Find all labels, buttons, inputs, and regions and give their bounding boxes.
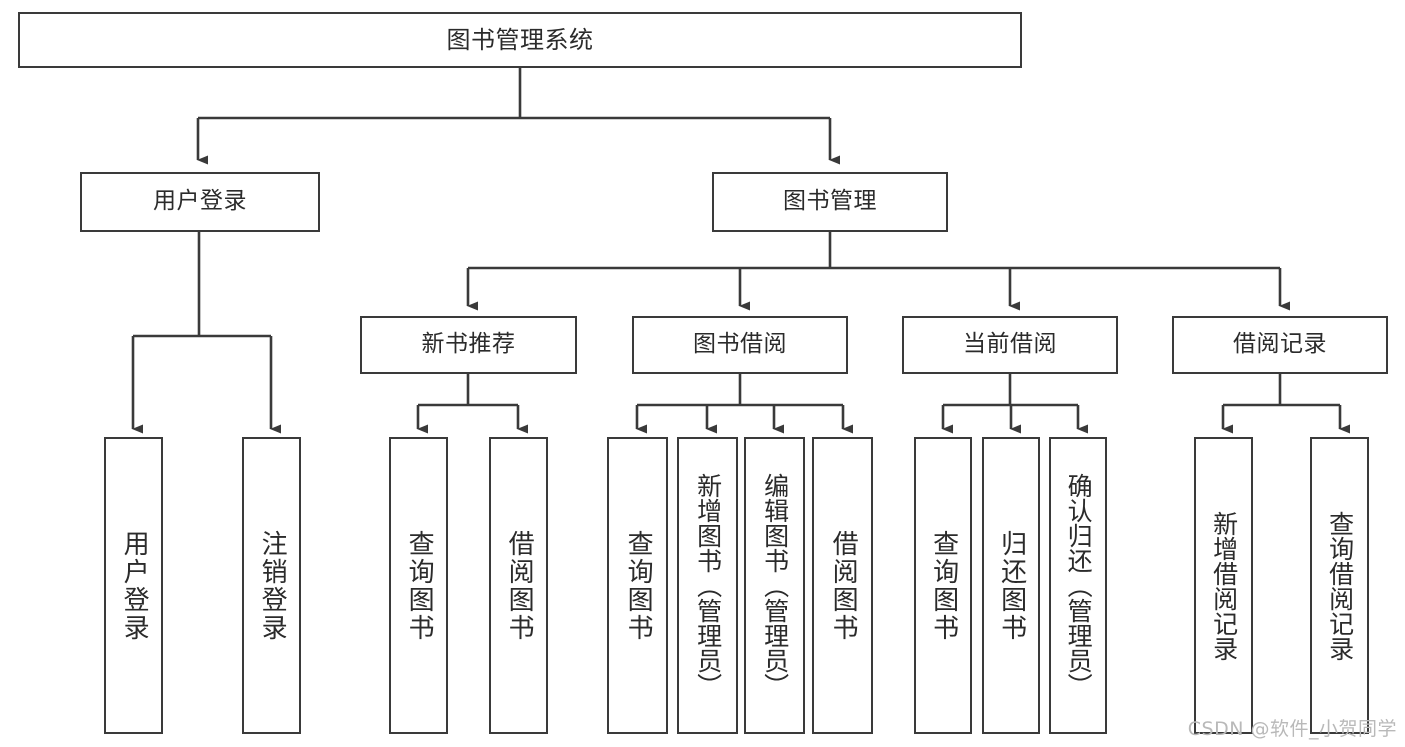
node-label: 注销登录 [257, 529, 288, 642]
node-label: 当前借阅 [963, 331, 1057, 358]
node-book-borrow[interactable]: 图书借阅 [632, 316, 848, 374]
node-root-system[interactable]: 图书管理系统 [18, 12, 1022, 68]
node-label: 新增借阅记录 [1209, 510, 1239, 661]
node-label: 归还图书 [996, 529, 1027, 642]
watermark-text: CSDN @软件_小贺同学 [1187, 718, 1397, 740]
node-label: 新书推荐 [421, 331, 516, 358]
node-label: 编辑图书（管理员） [760, 473, 790, 698]
leaf-book-borrow-borrow[interactable]: 借阅图书 [812, 437, 873, 734]
leaf-book-borrow-add[interactable]: 新增图书（管理员） [677, 437, 738, 734]
leaf-borrow-record-query[interactable]: 查询借阅记录 [1310, 437, 1369, 734]
leaf-new-book-query[interactable]: 查询图书 [389, 437, 448, 734]
node-label: 查询图书 [928, 529, 959, 642]
node-current-borrow[interactable]: 当前借阅 [902, 316, 1118, 374]
node-user-login[interactable]: 用户登录 [80, 172, 320, 232]
leaf-current-borrow-query[interactable]: 查询图书 [914, 437, 972, 734]
leaf-current-borrow-confirm-return[interactable]: 确认归还（管理员） [1049, 437, 1107, 734]
leaf-user-login-logout[interactable]: 注销登录 [242, 437, 301, 734]
node-label: 新增图书（管理员） [693, 473, 723, 698]
leaf-borrow-record-add[interactable]: 新增借阅记录 [1194, 437, 1253, 734]
node-label: 用户登录 [153, 188, 247, 215]
node-label: 查询借阅记录 [1325, 510, 1355, 661]
node-label: 查询图书 [623, 529, 654, 642]
node-label: 查询图书 [404, 529, 435, 642]
leaf-current-borrow-return[interactable]: 归还图书 [982, 437, 1040, 734]
node-label: 图书管理 [783, 188, 877, 215]
node-label: 借阅记录 [1233, 331, 1327, 358]
node-new-book-recommend[interactable]: 新书推荐 [360, 316, 577, 374]
node-label: 用户登录 [119, 529, 150, 642]
leaf-book-borrow-edit[interactable]: 编辑图书（管理员） [744, 437, 805, 734]
node-book-management[interactable]: 图书管理 [712, 172, 948, 232]
node-label: 图书管理系统 [446, 25, 594, 54]
node-label: 借阅图书 [828, 529, 859, 642]
node-borrow-records[interactable]: 借阅记录 [1172, 316, 1388, 374]
node-label: 确认归还（管理员） [1064, 473, 1094, 698]
leaf-user-login-login[interactable]: 用户登录 [104, 437, 163, 734]
node-label: 借阅图书 [504, 529, 535, 642]
node-label: 图书借阅 [693, 331, 787, 358]
leaf-new-book-borrow[interactable]: 借阅图书 [489, 437, 548, 734]
leaf-book-borrow-query[interactable]: 查询图书 [607, 437, 668, 734]
